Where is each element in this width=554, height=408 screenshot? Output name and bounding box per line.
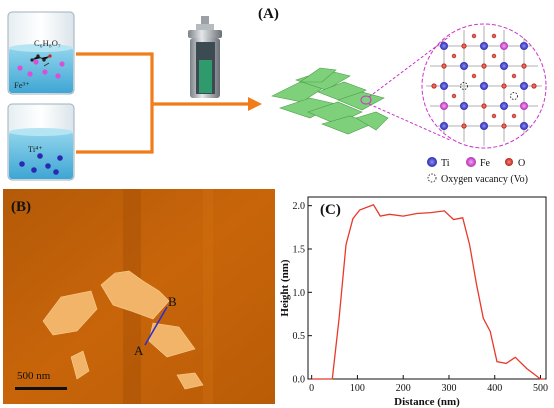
legend-fe-label: Fe (480, 158, 491, 169)
legend-ti-icon (427, 157, 437, 167)
panel-a: (A) C₆H₈O₇ Fe³⁺ (0, 0, 554, 185)
y-tick-label: 1.5 (293, 245, 306, 256)
beaker1-reagent-fe: Fe³⁺ (14, 80, 30, 90)
beaker1-reagent-citric: C₆H₈O₇ (34, 38, 61, 48)
scale-bar (15, 387, 67, 390)
panel-c-label: (C) (320, 202, 341, 218)
profile-point-a: A (134, 343, 144, 358)
x-tick-label: 300 (441, 383, 456, 394)
x-tick-label: 100 (350, 383, 365, 394)
panel-a-illustration: C₆H₈O₇ Fe³⁺ Ti⁴⁺ (7, 11, 547, 185)
autoclave-icon (188, 16, 222, 98)
beaker-fe-citric (7, 11, 75, 95)
afm-image (3, 189, 275, 404)
y-tick-label: 2.0 (293, 201, 306, 212)
legend-vacancy-label: Oxygen vacancy (Vo) (441, 174, 528, 185)
x-tick-label: 400 (487, 383, 502, 394)
height-profile-chart: 0.0 0.5 1.0 1.5 2.0 0 100 200 300 400 500 Distanc… (279, 196, 548, 408)
panel-a-label: (A) (258, 6, 279, 22)
height-series-line (311, 204, 546, 380)
legend-o-icon (505, 158, 513, 166)
profile-point-b: B (168, 294, 177, 309)
x-tick-label: 500 (533, 383, 548, 394)
plot-frame (307, 196, 547, 380)
lattice-legend (427, 157, 513, 183)
y-tick-label: 1.0 (293, 288, 306, 299)
legend-o-label: O (518, 158, 525, 169)
scale-bar-label: 500 nm (17, 370, 51, 382)
x-tick-label: 200 (396, 383, 411, 394)
legend-vacancy-icon (427, 173, 437, 183)
profile-line (144, 306, 168, 346)
legend-fe-icon (466, 157, 476, 167)
afm-flakes (42, 270, 204, 390)
panel-c: 0.0 0.5 1.0 1.5 2.0 0 100 200 300 400 500 Distanc… (278, 189, 554, 408)
x-tick-label: 0 (309, 383, 314, 394)
x-axis-label: Distance (nm) (394, 396, 460, 408)
y-tick-label: 0.0 (293, 375, 306, 386)
zoom-indicator (360, 23, 547, 149)
y-axis-label: Height (nm) (279, 259, 291, 316)
process-arrows (76, 52, 250, 154)
beaker-ti (7, 103, 75, 181)
panel-b-label: (B) (11, 199, 31, 215)
y-tick-label: 0.5 (293, 331, 306, 342)
panel-b: (B) A B 500 nm (3, 189, 275, 404)
beaker2-reagent-ti: Ti⁴⁺ (28, 144, 43, 154)
crystal-lattice (426, 26, 542, 146)
legend-ti-label: Ti (441, 158, 450, 169)
arrow-head-icon (248, 97, 262, 111)
